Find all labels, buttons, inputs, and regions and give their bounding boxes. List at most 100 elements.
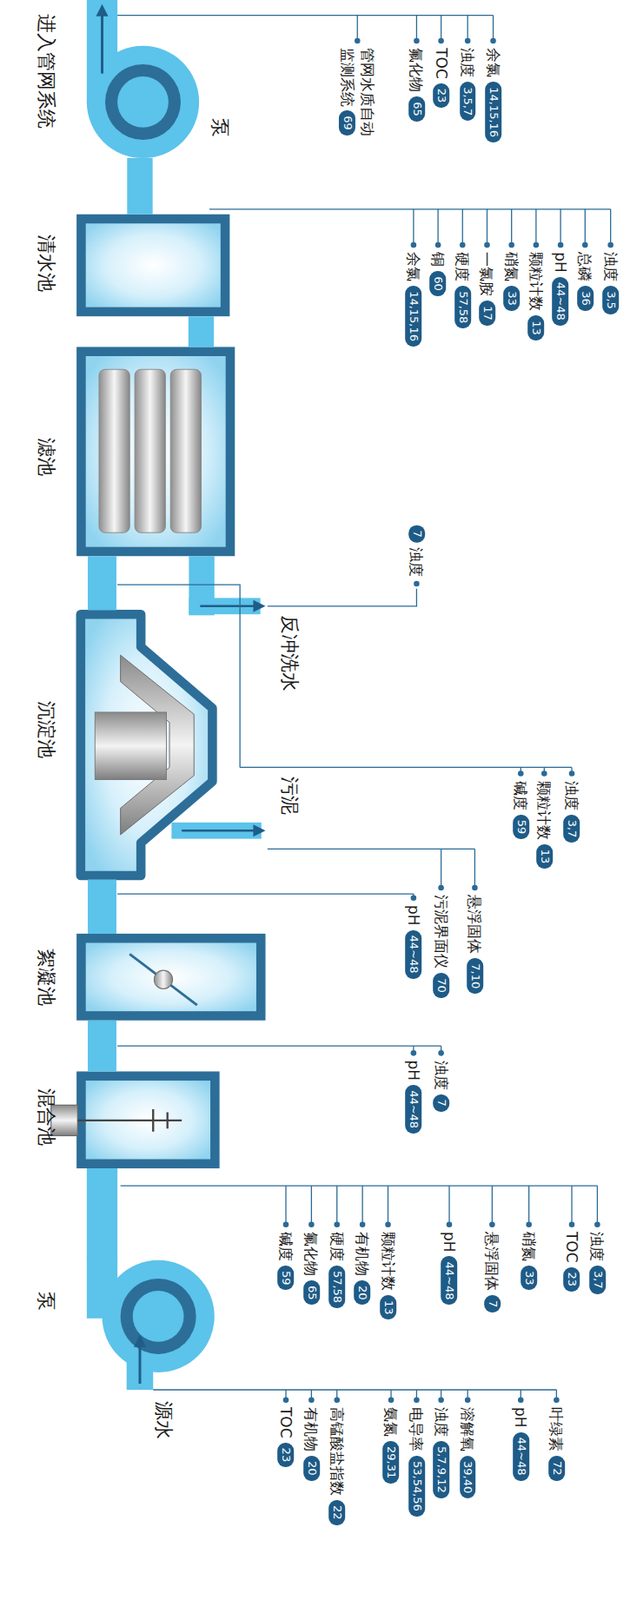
filter-column [134, 369, 166, 533]
measurement-label: 总磷36 [576, 252, 594, 312]
clear-well-tank [80, 218, 226, 312]
leader-dot [411, 242, 418, 249]
leader-dot [607, 242, 614, 249]
parameter-name: 浊度 [407, 547, 425, 577]
parameter-name: 余氯 [484, 47, 502, 78]
leader-line [492, 15, 494, 41]
callout-number: 59 [512, 815, 530, 841]
leader-line [510, 209, 512, 246]
callout-number: 60 [430, 271, 447, 297]
process-unit: 絮凝池 [76, 934, 266, 1022]
measurement-label: 颗粒计数13 [535, 781, 553, 870]
leader-dot [541, 770, 548, 777]
parameter-name: 有机物 [353, 1232, 372, 1277]
parameter-name: TOC [563, 1232, 581, 1264]
arrow-head [133, 1335, 146, 1348]
parameter-name: 浊度 [431, 1061, 450, 1091]
parameter-name: 浊度 [458, 47, 477, 78]
parameter-name: 氨氮 [382, 1407, 400, 1438]
leader-line [584, 209, 586, 246]
parameter-name: 溶解氧 [458, 1407, 477, 1453]
measurement-label: 余氯14,15,16 [484, 47, 502, 143]
parameter-name: 叶绿素 [547, 1407, 565, 1453]
clarifier-drum [94, 712, 166, 781]
leader-dot [471, 885, 478, 892]
leader-line [387, 1186, 389, 1226]
measurement-label: pH44~48 [404, 1061, 423, 1135]
parameter-name: 悬浮固体 [483, 1232, 501, 1292]
paddle-hub [153, 970, 173, 989]
callout-number: 23 [563, 1267, 581, 1294]
callout-number: 44~48 [404, 1085, 422, 1134]
measurement-label: 余氯14,15,16 [404, 252, 423, 347]
pump-volute [86, 46, 199, 159]
measurement-label: 悬浮固体7 [483, 1232, 501, 1314]
callout-number: 23 [432, 83, 450, 109]
leader-line [336, 1186, 338, 1226]
measurement-label: pH44~48 [404, 905, 423, 980]
leader-dot [413, 1397, 420, 1404]
leader-dot [333, 1221, 340, 1228]
leader-dot [464, 38, 471, 45]
stream-label: 进入管网系统 [35, 13, 57, 129]
stream-label: 污泥 [278, 776, 299, 816]
parameter-name: 颗粒计数 [527, 252, 545, 312]
callout-number: 44~48 [441, 1256, 458, 1306]
leader-line [462, 209, 464, 246]
parameter-name: 一氯胺 [477, 252, 496, 297]
measurement-label: 一氯胺17 [477, 252, 496, 326]
leader-line [267, 589, 418, 607]
measurement-label: pH44~48 [511, 1407, 530, 1482]
leader-line [239, 767, 572, 769]
callout-number: 13 [379, 1295, 397, 1321]
arrow-head [95, 4, 108, 17]
leader-line [448, 1186, 450, 1226]
leader-line [559, 209, 561, 246]
parameter-name: 硝氮 [503, 252, 521, 282]
mixer-blade [152, 1109, 154, 1133]
process-unit: 泵 [86, 46, 199, 159]
measurement-label: pH44~48 [551, 252, 570, 326]
parameter-name: 颗粒计数 [535, 781, 553, 841]
parameter-name: 污泥界面仪 [431, 895, 450, 969]
measurement-label: 浊度3,7 [563, 781, 581, 844]
leader-line [467, 15, 469, 41]
measurement-label: 有机物 20 [302, 1407, 320, 1482]
callout-number: 7 [408, 524, 425, 543]
leader-line [120, 1185, 598, 1187]
leader-dot [308, 1221, 315, 1228]
measurement-label: 颗粒计数 13 [378, 1232, 397, 1321]
measurement-label: 浊度3,5 [601, 252, 619, 315]
callout-number: 65 [303, 1280, 320, 1307]
parameter-name: 浊度 [431, 1407, 450, 1438]
callout-number: 20 [303, 1456, 320, 1482]
measurement-label: 氟化物65 [407, 47, 425, 122]
leader-dot [359, 1221, 366, 1228]
leader-line [528, 1186, 530, 1226]
parameter-name: 颗粒计数 [378, 1232, 397, 1292]
parameter-name: 有机物 [302, 1407, 320, 1453]
parameter-name: 硬度 [453, 252, 471, 282]
leader-line [491, 1186, 493, 1226]
leader-dot [508, 242, 515, 249]
leader-line [361, 1186, 363, 1226]
leader-dot [437, 1397, 445, 1404]
callout-number: 13 [527, 315, 544, 341]
measurement-label: 氟化物65 [302, 1232, 320, 1307]
leader-line [440, 848, 442, 889]
leader-line [437, 209, 438, 246]
leader-line [416, 15, 418, 41]
pump-ring [105, 64, 181, 140]
measurement-label: 硝氮 33 [503, 252, 521, 312]
leader-line [152, 1389, 557, 1391]
callout-number: 33 [503, 285, 520, 312]
leader-dot [411, 1050, 418, 1057]
parameter-name: pH [404, 905, 423, 927]
filter-column [170, 369, 201, 533]
leader-dot [459, 242, 466, 249]
parameter-name: 硬度 [328, 1232, 346, 1262]
measurement-label: 硬度57,58 [328, 1232, 346, 1309]
pipe [87, 556, 117, 611]
pump-core [132, 1291, 185, 1343]
